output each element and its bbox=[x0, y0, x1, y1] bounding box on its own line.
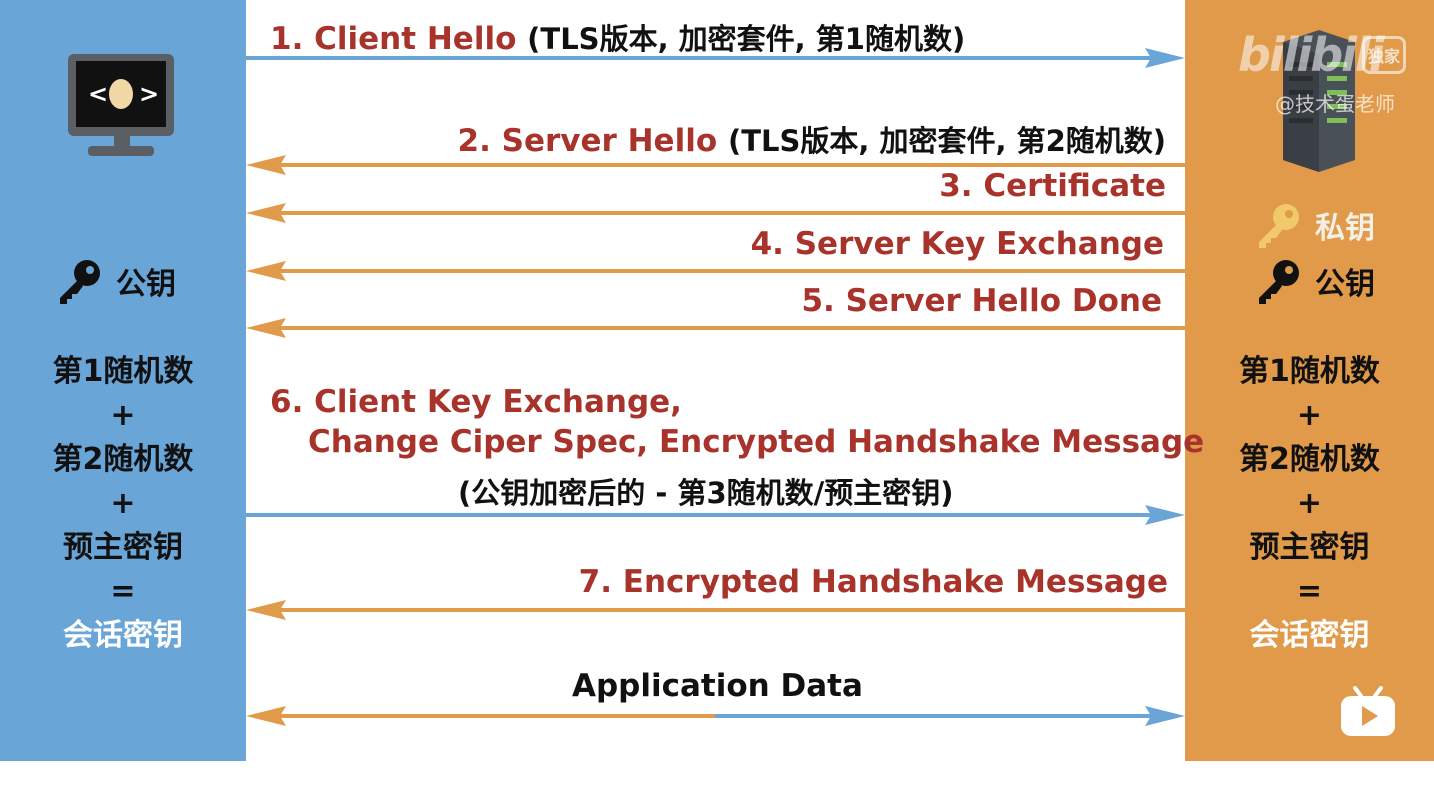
server-pre-master-key: 预主密钥 bbox=[1249, 530, 1370, 565]
server-plus-1: + bbox=[1296, 398, 1323, 433]
message-6-line-1: 6. Client Key Exchange, bbox=[270, 384, 682, 420]
message-4: 4. Server Key Exchange bbox=[750, 226, 1164, 262]
exclusive-badge: 独家 bbox=[1362, 36, 1406, 74]
client-plus-1: + bbox=[110, 398, 136, 433]
arrow-app-left-head bbox=[246, 706, 286, 726]
client-plus-2: + bbox=[110, 486, 136, 521]
message-5: 5. Server Hello Done bbox=[801, 283, 1162, 319]
application-data-label: Application Data bbox=[572, 668, 863, 704]
message-6-line-2: Change Ciper Spec, Encrypted Handshake M… bbox=[308, 424, 1205, 460]
arrow-5-head bbox=[246, 318, 286, 338]
arrow-4-head bbox=[246, 261, 286, 281]
message-2-detail: (TLS版本, 加密套件, 第2随机数) bbox=[727, 124, 1166, 158]
client-session-key: 会话密钥 bbox=[63, 618, 183, 653]
server-tower-icon bbox=[1283, 30, 1355, 172]
server-plus-2: + bbox=[1296, 486, 1323, 521]
arrow-6-head bbox=[1145, 505, 1185, 525]
arrow-7-head bbox=[246, 600, 286, 620]
server-panel: 私钥 公钥 第1随机数 + 第2随机数 + 预主密钥 = 会话密钥 bbox=[1185, 0, 1434, 761]
client-pre-master-key: 预主密钥 bbox=[63, 530, 183, 565]
monitor-icon: < > bbox=[68, 54, 174, 156]
server-private-key-label: 私钥 bbox=[1315, 211, 1375, 246]
message-1: 1. Client Hello (TLS版本, 加密套件, 第1随机数) bbox=[270, 16, 965, 58]
client-equals: = bbox=[110, 574, 136, 609]
message-2-label: 2. Server Hello bbox=[457, 123, 718, 159]
arrow-app-right-head bbox=[1145, 706, 1185, 726]
server-private-key: 私钥 bbox=[1253, 200, 1375, 250]
server-session-key: 会话密钥 bbox=[1249, 618, 1370, 653]
client-public-key: 公钥 bbox=[54, 256, 176, 306]
server-key-derivation: 第1随机数 + 第2随机数 + 预主密钥 = 会话密钥 bbox=[1185, 350, 1434, 658]
message-3: 3. Certificate bbox=[939, 168, 1166, 204]
client-random-1: 第1随机数 bbox=[52, 354, 194, 389]
server-public-key-label: 公钥 bbox=[1315, 267, 1375, 302]
client-public-key-label: 公钥 bbox=[116, 267, 176, 302]
message-6-detail: (公钥加密后的 - 第3随机数/预主密钥) bbox=[458, 476, 954, 510]
tv-play-icon bbox=[1341, 686, 1395, 736]
message-2: 2. Server Hello (TLS版本, 加密套件, 第2随机数) bbox=[458, 118, 1166, 160]
arrow-3-head bbox=[246, 203, 286, 223]
client-random-2: 第2随机数 bbox=[52, 442, 194, 477]
server-random-1: 第1随机数 bbox=[1239, 354, 1380, 389]
server-public-key: 公钥 bbox=[1253, 256, 1375, 306]
arrow-2-head bbox=[246, 155, 286, 175]
message-1-label: 1. Client Hello bbox=[270, 21, 517, 57]
server-equals: = bbox=[1296, 574, 1323, 609]
svg-text:<: < bbox=[88, 80, 108, 108]
svg-text:>: > bbox=[139, 80, 159, 108]
private-key-icon bbox=[1259, 204, 1299, 248]
key-icon bbox=[1259, 260, 1299, 304]
bilibili-logo: bilibili bbox=[1238, 28, 1384, 82]
author-watermark: @技术蛋老师 bbox=[1275, 92, 1395, 116]
client-key-derivation: 第1随机数 + 第2随机数 + 预主密钥 = 会话密钥 bbox=[0, 350, 246, 658]
server-random-2: 第2随机数 bbox=[1239, 442, 1380, 477]
message-7: 7. Encrypted Handshake Message bbox=[578, 564, 1168, 600]
message-1-detail: (TLS版本, 加密套件, 第1随机数) bbox=[527, 22, 966, 56]
key-icon bbox=[60, 260, 100, 304]
client-panel: < > 公钥 第1随机数 + 第2随机数 + 预主密钥 = 会话密钥 bbox=[0, 0, 246, 761]
arrow-1-head bbox=[1145, 48, 1185, 68]
